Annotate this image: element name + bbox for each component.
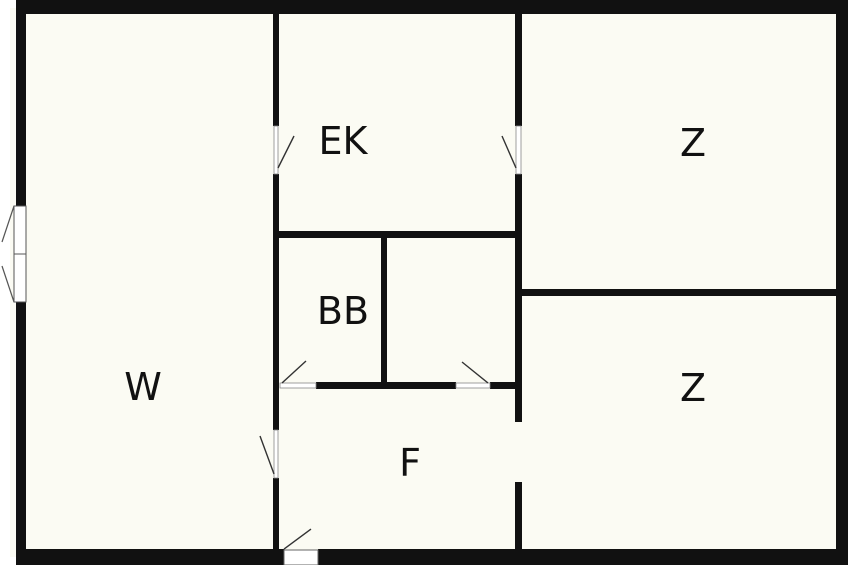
- wall-bath-south: [316, 382, 456, 389]
- outer-wall-top: [16, 0, 848, 14]
- room-label-bedroom-top: Z: [680, 121, 706, 165]
- outer-wall-left-lower: [16, 302, 26, 565]
- entrance-opening: [283, 549, 319, 565]
- wall-storage-south: [490, 382, 522, 389]
- wall-bedrooms-separator: [515, 289, 842, 296]
- outer-wall-bottom-right: [318, 549, 848, 565]
- door-bathroom: [279, 360, 317, 389]
- wall-kitchen-south: [273, 231, 522, 238]
- door-storage: [455, 361, 491, 389]
- room-label-living: W: [124, 365, 162, 409]
- door-living-kitchen: [273, 125, 295, 175]
- door-living-hall: [259, 429, 279, 479]
- room-label-kitchen: EK: [319, 119, 369, 163]
- wall-living-east-2: [273, 174, 279, 430]
- wall-center-2: [515, 174, 522, 422]
- wall-living-east-1: [273, 14, 279, 126]
- room-label-bedroom-bottom: Z: [680, 366, 706, 410]
- outer-wall-bottom-left: [16, 549, 284, 565]
- floor-area: [10, 8, 842, 557]
- door-kitchen-bedroom: [501, 125, 522, 175]
- wall-living-east-3: [273, 478, 279, 550]
- wall-center-3: [515, 482, 522, 550]
- wall-bath-divider: [381, 238, 387, 388]
- room-label-bathroom: BB: [317, 289, 369, 333]
- window-left: [1, 205, 27, 303]
- outer-wall-left-upper: [16, 0, 26, 206]
- wall-center-1: [515, 14, 522, 126]
- outer-wall-right: [836, 0, 848, 565]
- door-entrance: [283, 528, 312, 550]
- room-label-hall: F: [399, 441, 421, 485]
